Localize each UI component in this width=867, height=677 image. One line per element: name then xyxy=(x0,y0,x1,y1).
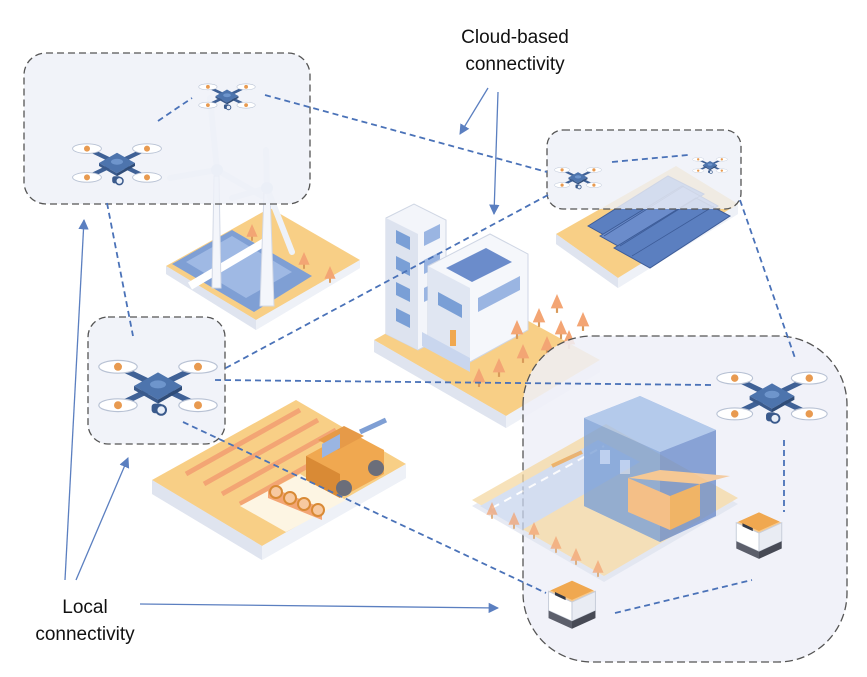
local-zone-top-right xyxy=(546,129,742,210)
local-label-line-2: connectivity xyxy=(35,624,135,645)
office-building-icon xyxy=(385,203,529,372)
cloud-connectivity-label: Cloud-based connectivity xyxy=(430,24,600,78)
annotation-arrows xyxy=(64,87,500,614)
local-connectivity-label: Local connectivity xyxy=(0,594,170,648)
cloud-label-line-1: Cloud-based xyxy=(461,27,569,48)
cloud-label-line-2: connectivity xyxy=(465,54,565,75)
local-zone-top-left xyxy=(23,52,311,205)
combine-harvester-icon xyxy=(268,417,388,520)
local-label-line-1: Local xyxy=(62,597,108,618)
connection-links xyxy=(106,94,796,614)
factory-building-icon xyxy=(551,396,730,542)
